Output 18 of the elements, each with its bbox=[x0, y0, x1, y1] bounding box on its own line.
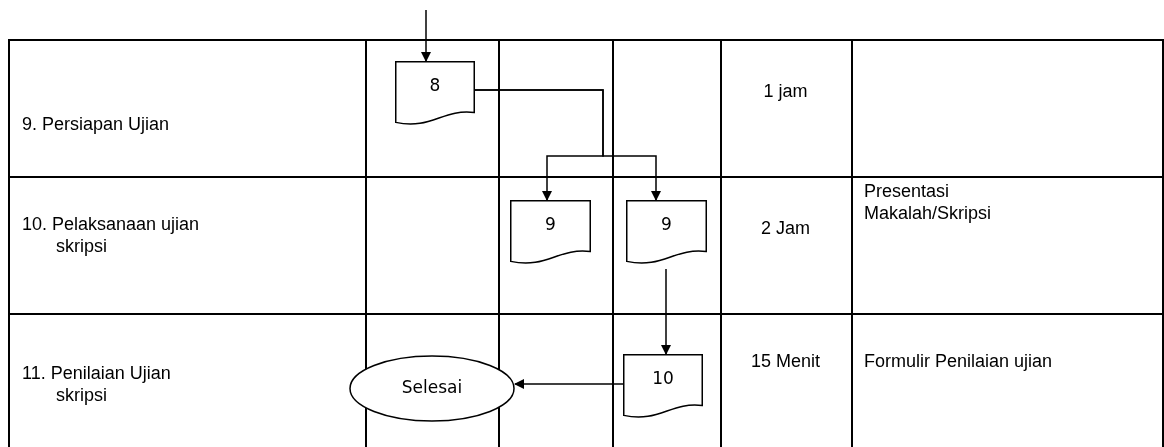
node-label: Selesai bbox=[401, 376, 463, 399]
node-label: 8 bbox=[429, 74, 441, 97]
arrow bbox=[514, 379, 624, 389]
table-text: Presentasi Makalah/Skripsi bbox=[864, 180, 993, 224]
step-text: 11. Penilaian Ujian skripsi bbox=[22, 362, 172, 406]
arrow bbox=[421, 9, 431, 62]
step-text: 9. Persiapan Ujian bbox=[22, 113, 171, 135]
arrow bbox=[474, 89, 661, 201]
step-text: 10. Pelaksanaan ujian skripsi bbox=[22, 213, 201, 257]
table-text: Formulir Penilaian ujian bbox=[864, 350, 1054, 372]
node-label: 9 bbox=[661, 213, 672, 236]
table-text: 2 Jam bbox=[760, 217, 811, 239]
arrow bbox=[661, 268, 671, 355]
node-label: 9 bbox=[545, 213, 556, 236]
terminator-ellipse bbox=[349, 355, 515, 422]
table-text: 1 jam bbox=[762, 80, 809, 102]
node-label: 10 bbox=[652, 367, 674, 390]
table-text: 15 Menit bbox=[749, 350, 821, 372]
